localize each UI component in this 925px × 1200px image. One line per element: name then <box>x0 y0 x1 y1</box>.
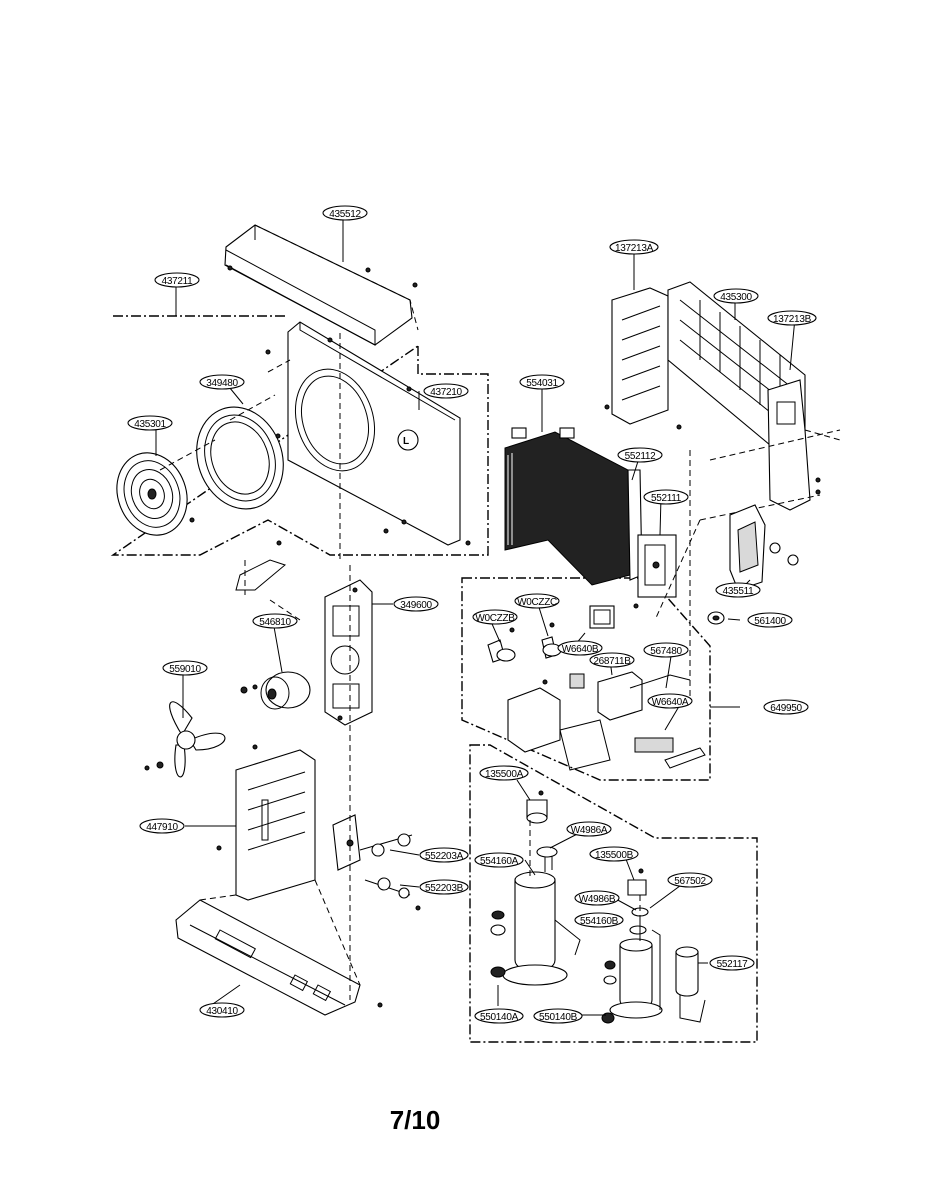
callout-552203B: 552203B <box>419 879 469 895</box>
condenser-coil <box>504 427 643 586</box>
callout-137213B: 137213B <box>767 310 817 326</box>
service-valves <box>332 814 421 911</box>
callout-W0CZZB: W0CZZB <box>472 609 518 625</box>
callout-435512: 435512 <box>322 205 368 221</box>
compressor-b <box>601 868 663 1024</box>
motor-mount <box>235 540 373 726</box>
thermistor-brackets <box>637 534 677 598</box>
callout-559010: 559010 <box>162 660 208 676</box>
svg-text:430410: 430410 <box>206 1006 238 1017</box>
svg-text:437210: 437210 <box>430 387 462 398</box>
svg-text:W4986B: W4986B <box>579 894 616 905</box>
fan-grille <box>116 452 195 536</box>
callout-567480: 567480 <box>643 642 689 658</box>
callout-552203A: 552203A <box>419 847 469 863</box>
callout-649950: 649950 <box>763 699 809 715</box>
compressor-a <box>490 790 581 986</box>
svg-text:546810: 546810 <box>259 617 291 628</box>
svg-text:437211: 437211 <box>162 276 194 287</box>
callout-430410: 430410 <box>199 1002 245 1018</box>
svg-text:W0CZZB: W0CZZB <box>475 613 515 624</box>
partition-bracket <box>216 744 316 901</box>
callout-435511: 435511 <box>715 582 761 598</box>
callout-552117: 552117 <box>709 955 755 971</box>
svg-text:552203A: 552203A <box>425 851 464 862</box>
svg-text:W6640B: W6640B <box>562 644 599 655</box>
svg-text:W6640A: W6640A <box>652 697 689 708</box>
callout-349600: 349600 <box>393 596 439 612</box>
svg-text:135500A: 135500A <box>485 769 524 780</box>
callout-552111: 552111 <box>643 489 689 505</box>
svg-text:550140A: 550140A <box>480 1012 519 1023</box>
svg-text:561400: 561400 <box>754 616 786 627</box>
svg-text:435301: 435301 <box>134 419 166 430</box>
accumulator <box>675 946 706 1023</box>
control-box-parts <box>487 603 706 771</box>
svg-text:552111: 552111 <box>651 493 682 504</box>
svg-text:W4986A: W4986A <box>571 825 608 836</box>
svg-text:268711B: 268711B <box>593 656 631 667</box>
base-pan <box>175 899 383 1016</box>
svg-text:435512: 435512 <box>329 209 361 220</box>
svg-text:567480: 567480 <box>650 646 682 657</box>
svg-text:349480: 349480 <box>206 378 238 389</box>
compressor-group-frame <box>469 744 758 1043</box>
fan-motor <box>240 671 311 710</box>
callout-554160A: 554160A <box>474 852 524 868</box>
cabinet-group-frame <box>110 315 489 556</box>
svg-text:552203B: 552203B <box>425 883 464 894</box>
callout-W0CZZC: W0CZZC <box>514 593 560 609</box>
svg-text:550140B: 550140B <box>539 1012 578 1023</box>
svg-text:559010: 559010 <box>169 664 201 675</box>
svg-text:447910: 447910 <box>146 822 178 833</box>
svg-text:137213A: 137213A <box>615 243 654 254</box>
callout-435301: 435301 <box>127 415 173 431</box>
callout-554031: 554031 <box>519 374 565 390</box>
callout-567502: 567502 <box>667 872 713 888</box>
page-number: 7/10 <box>389 1105 441 1135</box>
callout-W6640B: W6640B <box>557 640 603 656</box>
rear-grille-and-side-panel <box>604 281 841 521</box>
svg-text:L: L <box>403 436 409 447</box>
callout-268711B: 268711B <box>589 652 635 668</box>
svg-text:135500B: 135500B <box>595 850 634 861</box>
svg-text:554031: 554031 <box>526 378 558 389</box>
callout-550140B: 550140B <box>533 1008 583 1024</box>
callout-447910: 447910 <box>139 818 185 834</box>
callout-437211: 437211 <box>154 272 200 288</box>
svg-text:554160A: 554160A <box>480 856 519 867</box>
fan-blade <box>144 701 226 778</box>
svg-text:435511: 435511 <box>723 586 755 597</box>
drain-parts <box>707 504 799 625</box>
callout-552112: 552112 <box>617 447 663 463</box>
svg-text:649950: 649950 <box>770 703 802 714</box>
callout-135500A: 135500A <box>479 765 529 781</box>
callout-554160B: 554160B <box>574 912 624 928</box>
callout-W6640A: W6640A <box>647 693 693 709</box>
top-panel <box>224 224 418 346</box>
callout-561400: 561400 <box>747 612 793 628</box>
callout-135500B: 135500B <box>589 846 639 862</box>
callout-437210: 437210 <box>423 383 469 399</box>
svg-text:137213B: 137213B <box>773 314 812 325</box>
callout-W4986A: W4986A <box>566 821 612 837</box>
svg-text:552112: 552112 <box>625 451 657 462</box>
svg-text:567502: 567502 <box>674 876 706 887</box>
callout-435300: 435300 <box>713 288 759 304</box>
svg-text:W0CZZC: W0CZZC <box>517 597 557 608</box>
front-cabinet: L <box>265 321 471 546</box>
callout-546810: 546810 <box>252 613 298 629</box>
svg-text:435300: 435300 <box>720 292 752 303</box>
svg-text:349600: 349600 <box>400 600 432 611</box>
callout-550140A: 550140A <box>474 1008 524 1024</box>
svg-text:552117: 552117 <box>717 959 749 970</box>
callout-137213A: 137213A <box>609 239 659 255</box>
callout-349480: 349480 <box>199 374 245 390</box>
svg-text:554160B: 554160B <box>580 916 619 927</box>
callout-W4986B: W4986B <box>574 890 620 906</box>
orifice-ring <box>196 406 284 510</box>
